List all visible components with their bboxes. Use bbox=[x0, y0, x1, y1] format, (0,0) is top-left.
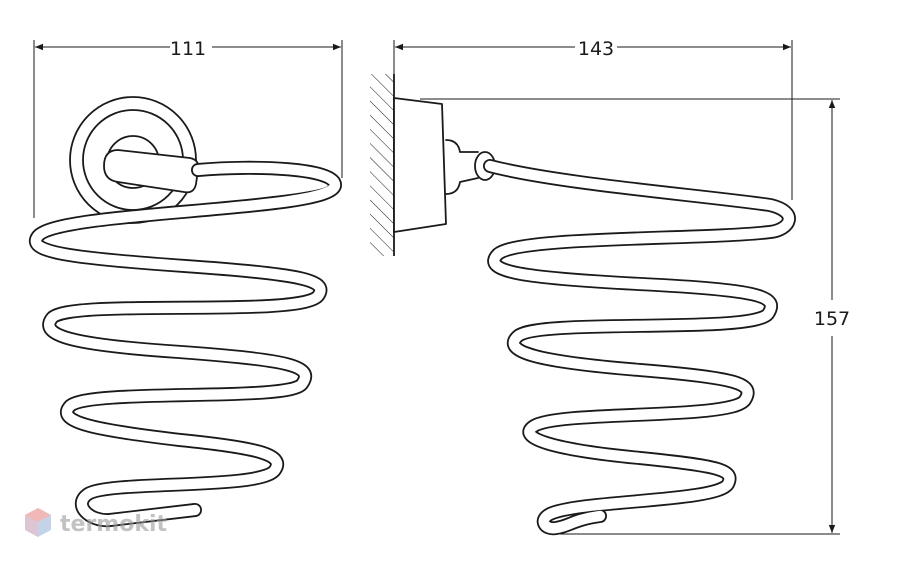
side-neck bbox=[445, 139, 479, 195]
height-label: 157 bbox=[814, 308, 850, 330]
side-view bbox=[393, 97, 796, 536]
side-depth-label: 143 bbox=[578, 38, 614, 60]
side-depth-dimension bbox=[393, 40, 793, 200]
height-dimension bbox=[420, 98, 840, 535]
front-width-label: 111 bbox=[170, 38, 206, 60]
watermark: termokit bbox=[25, 508, 167, 537]
side-coil-inner bbox=[484, 160, 795, 534]
wall-hatching bbox=[370, 74, 395, 256]
front-arm bbox=[103, 149, 200, 194]
hexagon-logo-icon bbox=[25, 508, 51, 537]
side-coil-outer bbox=[483, 159, 796, 536]
watermark-brand: termokit bbox=[60, 512, 167, 537]
front-width-dimension bbox=[33, 40, 343, 218]
front-view bbox=[29, 96, 342, 528]
front-coil-inner bbox=[30, 162, 341, 526]
side-mount-plate bbox=[393, 97, 447, 233]
